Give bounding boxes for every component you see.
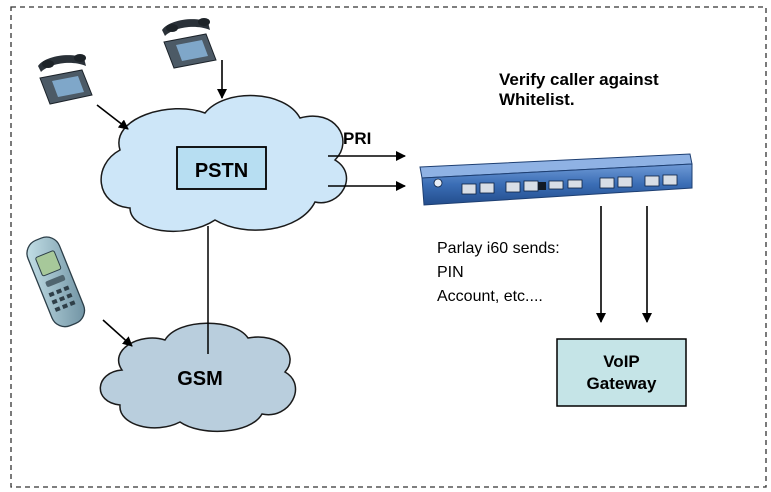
gsm-label: GSM (177, 368, 223, 390)
pri-label: PRI (343, 129, 372, 148)
gsm-cloud (99, 322, 297, 433)
parlay-text-line1: Parlay i60 sends: (437, 240, 560, 257)
parlay-i60-device (419, 153, 693, 206)
verify-text-line2: Whitelist. (499, 90, 575, 109)
dashed-border (10, 6, 767, 488)
arrow-deskphone-left-to-pstn (96, 104, 129, 130)
arrow-mobile-to-gsm (102, 319, 133, 347)
voip-box-line2: Gateway (587, 374, 657, 393)
parlay-text-line2: PIN (437, 264, 464, 281)
parlay-sends-text: Parlay i60 sends: PIN Account, etc.... (437, 237, 637, 309)
desk-phone-top-icon (162, 18, 217, 69)
pstn-label: PSTN (195, 160, 248, 182)
parlay-text-line3: Account, etc.... (437, 288, 543, 305)
verify-whitelist-text: Verify caller against Whitelist. (499, 70, 749, 110)
desk-phone-left-icon (38, 54, 93, 105)
voip-box-line1: VoIP (603, 352, 640, 371)
pstn-box (176, 146, 267, 190)
mobile-phone-icon (26, 236, 86, 328)
verify-text-line1: Verify caller against (499, 70, 659, 89)
voip-gateway-box (556, 338, 687, 407)
